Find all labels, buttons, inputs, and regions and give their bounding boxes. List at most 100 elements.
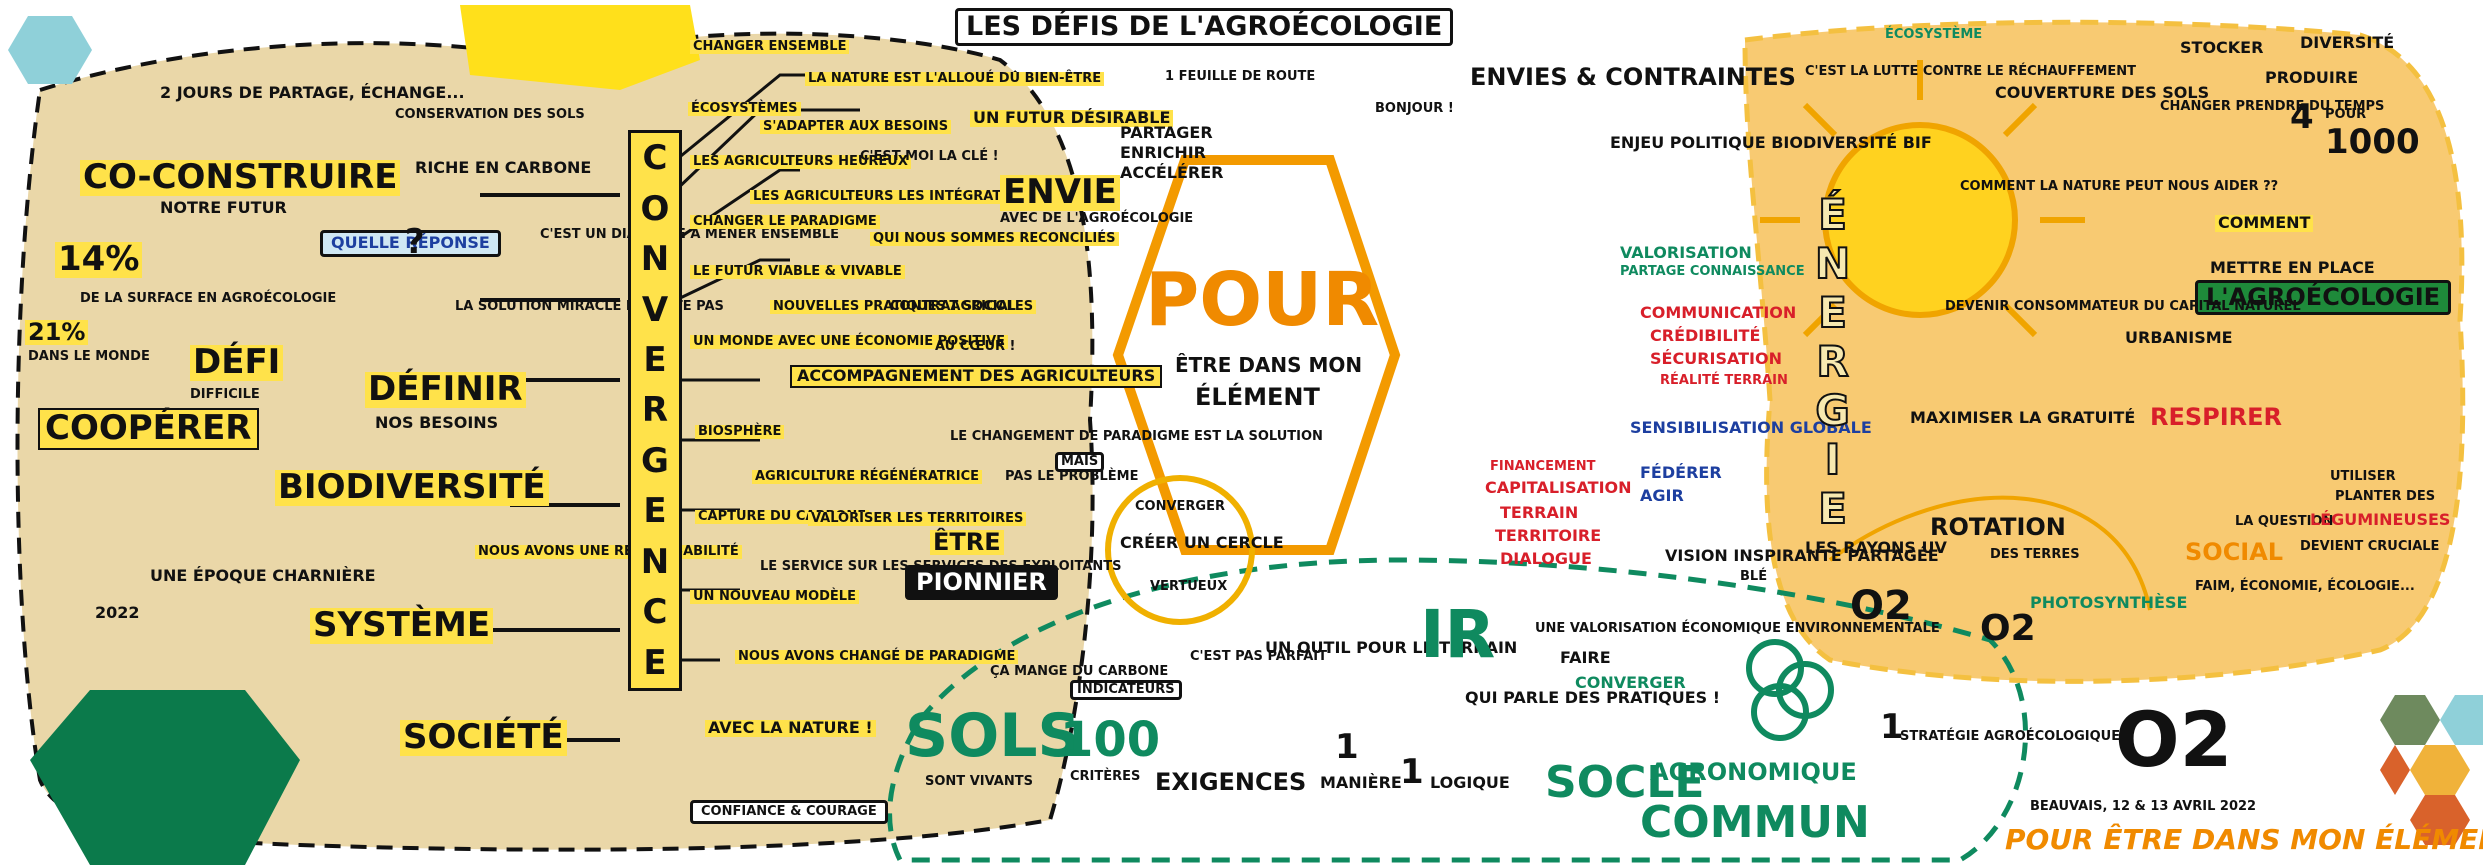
envie-label: ENVIE	[1000, 174, 1120, 211]
pct21-note: DANS LE MONDE	[28, 349, 150, 364]
energie-letter: É	[1817, 189, 1848, 240]
financement-label: FINANCEMENT	[1490, 459, 1596, 474]
n1a-label: 1	[1335, 727, 1359, 767]
urbanisme-label: URBANISME	[2125, 328, 2233, 347]
feuille-route-label: 1 FEUILLE DE ROUTE	[1165, 69, 1316, 84]
convergence-letter: V	[641, 289, 669, 330]
branch-valoriser: VALORISER LES TERRITOIRES	[808, 512, 1027, 526]
qui-parle-label: QUI PARLE DES PRATIQUES !	[1465, 688, 1721, 707]
energie-vertical: É N E R G I E	[1814, 189, 1851, 534]
vision-label: VISION INSPIRANTE PARTAGÉE	[1665, 546, 1939, 565]
epoque-label: UNE ÉPOQUE CHARNIÈRE	[150, 566, 376, 585]
accompagnement-label: ACCOMPAGNEMENT DES AGRICULTEURS	[790, 365, 1163, 388]
cooperer-label: COOPÉRER	[38, 408, 259, 450]
pionnier-label: PIONNIER	[905, 565, 1058, 601]
legumineuses-label: LÉGUMINEUSES	[2310, 510, 2451, 529]
enrichir-label: ENRICHIR	[1120, 143, 1206, 162]
couverture-label: COUVERTURE DES SOLS	[1995, 83, 2210, 102]
o2-big-label: O2	[2115, 695, 2233, 784]
produire-label: PRODUIRE	[2265, 68, 2359, 87]
convergence-letter: E	[643, 642, 667, 683]
branch-ecosystemes: ÉCOSYSTÈMES	[688, 102, 801, 116]
branch-agri-regen: AGRICULTURE RÉGÉNÉRATRICE	[752, 470, 983, 484]
energie-letter: G	[1814, 385, 1851, 436]
left-zone-blob	[15, 31, 1095, 852]
rotation-label: ROTATION	[1930, 513, 2066, 541]
creer-cercle-label: CRÉER UN CERCLE	[1120, 533, 1284, 552]
changement-label: LE CHANGEMENT DE PARADIGME EST LA SOLUTI…	[950, 429, 1323, 444]
des-terres-label: DES TERRES	[1990, 547, 2080, 562]
mettre-label: METTRE EN PLACE	[2210, 258, 2375, 277]
photosynthese-label: PHOTOSYNTHÈSE	[2030, 593, 2188, 612]
comment-label: COMMENT	[2215, 214, 2314, 232]
branch-biosphere: BIOSPHÈRE	[695, 425, 785, 439]
changer-temps-label: CHANGER PRENDRE DU TEMPS	[2160, 99, 2385, 114]
partager-label: PARTAGER	[1120, 123, 1213, 142]
avec-nature-label: AVEC LA NATURE !	[705, 719, 876, 737]
pct21-label: 21%	[25, 319, 89, 346]
convergence-letter: E	[643, 340, 667, 381]
riche-label: RICHE EN CARBONE	[415, 158, 592, 177]
communication-label: COMMUNICATION	[1640, 303, 1797, 322]
n4-label: 4	[2290, 97, 2314, 137]
maximiser-label: MAXIMISER LA GRATUITÉ	[1910, 408, 2136, 427]
commun-label: COMMUN	[1640, 797, 1870, 848]
outil-terrain-label: UN OUTIL POUR LE TERRAIN	[1265, 638, 1518, 657]
dialogue-env-label: DIALOGUE	[1500, 549, 1592, 568]
agir-label: AGIR	[1640, 486, 1684, 505]
agronomique-label: AGRONOMIQUE	[1650, 758, 1857, 786]
energie-letter: I	[1824, 434, 1842, 485]
mais-label: MAIS	[1055, 452, 1105, 472]
branch-contrat-social: CONTRAT SOCIAL	[890, 299, 1016, 314]
energie-letter: E	[1817, 483, 1848, 534]
biodiversite-label: BIODIVERSITÉ	[275, 469, 549, 506]
convergence-letter: C	[642, 138, 668, 179]
solution-miracle-label: LA SOLUTION MIRACLE N'EXISTE PAS	[455, 299, 724, 314]
o2-small-label: O2	[1850, 583, 1912, 629]
branch-nature: LA NATURE EST L'ALLOUÉ DU BIEN-ÊTRE	[805, 72, 1105, 86]
branch-changer-ensemble: CHANGER ENSEMBLE	[690, 40, 850, 54]
stocker-label: STOCKER	[2180, 38, 2264, 57]
utiliser-label: UTILISER	[2330, 469, 2396, 484]
faim-label: FAIM, ÉCONOMIE, ÉCOLOGIE...	[2195, 579, 2415, 594]
branch-cle: C'EST MOI LA CLÉ !	[860, 149, 999, 164]
territoire-label: TERRITOIRE	[1495, 526, 1602, 545]
devient-label: DEVIENT CRUCIALE	[2300, 539, 2440, 554]
etre-label: ÊTRE	[930, 529, 1004, 556]
definir-label: DÉFINIR	[365, 371, 526, 408]
convergence-letter: C	[642, 592, 668, 633]
branch-change-paradigme: NOUS AVONS CHANGÉ DE PARADIGME	[735, 650, 1019, 664]
respirer-label: RESPIRER	[2150, 403, 2283, 431]
energie-letter: N	[1814, 238, 1851, 289]
sun-rays-icon	[1760, 60, 2085, 338]
rayons-uv-label: LES RAYONS UV	[1805, 538, 1947, 557]
futur-desirable-label: UN FUTUR DÉSIRABLE	[970, 109, 1174, 127]
social-label: SOCIAL	[2185, 538, 2284, 566]
branch-paradigme: CHANGER LE PARADIGME	[690, 215, 880, 229]
dialogue-label: C'EST UN DIALOGUE À MENER ENSEMBLE	[540, 227, 840, 242]
au-coeur-label: AU CŒUR !	[935, 339, 1016, 354]
conservation-label: CONSERVATION DES SOLS	[395, 107, 585, 122]
socle-label: SOCLE	[1545, 757, 1705, 808]
pas-probleme-label: PAS LE PROBLÈME	[1005, 469, 1139, 484]
enjeu-label: ENJEU POLITIQUE BIODIVERSITÉ BIF	[1610, 133, 1932, 152]
tagline-label: POUR ÊTRE DANS MON ÉLÉMENT...	[2005, 823, 2483, 856]
valorisation-eco-label: UNE VALORISATION ÉCONOMIQUE ENVIRONNEMEN…	[1535, 621, 1940, 636]
cycle-circle	[1105, 475, 1255, 625]
mange-carbone-label: ÇA MANGE DU CARBONE	[990, 664, 1169, 679]
consommateur-label: DEVENIR CONSOMMATEUR DU CAPITAL NATUREL	[1945, 299, 2301, 314]
convergence-letter: N	[640, 239, 670, 280]
faire-label: FAIRE	[1560, 648, 1611, 667]
societe-label: SOCIÉTÉ	[400, 719, 567, 756]
yellow-top-shape	[460, 5, 700, 90]
comment-nature-label: COMMENT LA NATURE PEUT NOUS AIDER ??	[1960, 179, 2279, 194]
responsabilite-label: NOUS AVONS UNE RESPONSABILITÉ	[475, 545, 742, 559]
lutte-label: C'EST LA LUTTE CONTRE LE RÉCHAUFFEMENT	[1805, 64, 2137, 79]
converger-loops	[1746, 639, 1834, 741]
notre-futur-label: NOTRE FUTUR	[160, 198, 287, 217]
year-label: 2022	[95, 603, 140, 622]
pour-sub2-label: ÉLÉMENT	[1195, 383, 1320, 411]
securisation-label: SÉCURISATION	[1650, 349, 1782, 368]
vertueux-label: VERTUEUX	[1150, 579, 1228, 594]
